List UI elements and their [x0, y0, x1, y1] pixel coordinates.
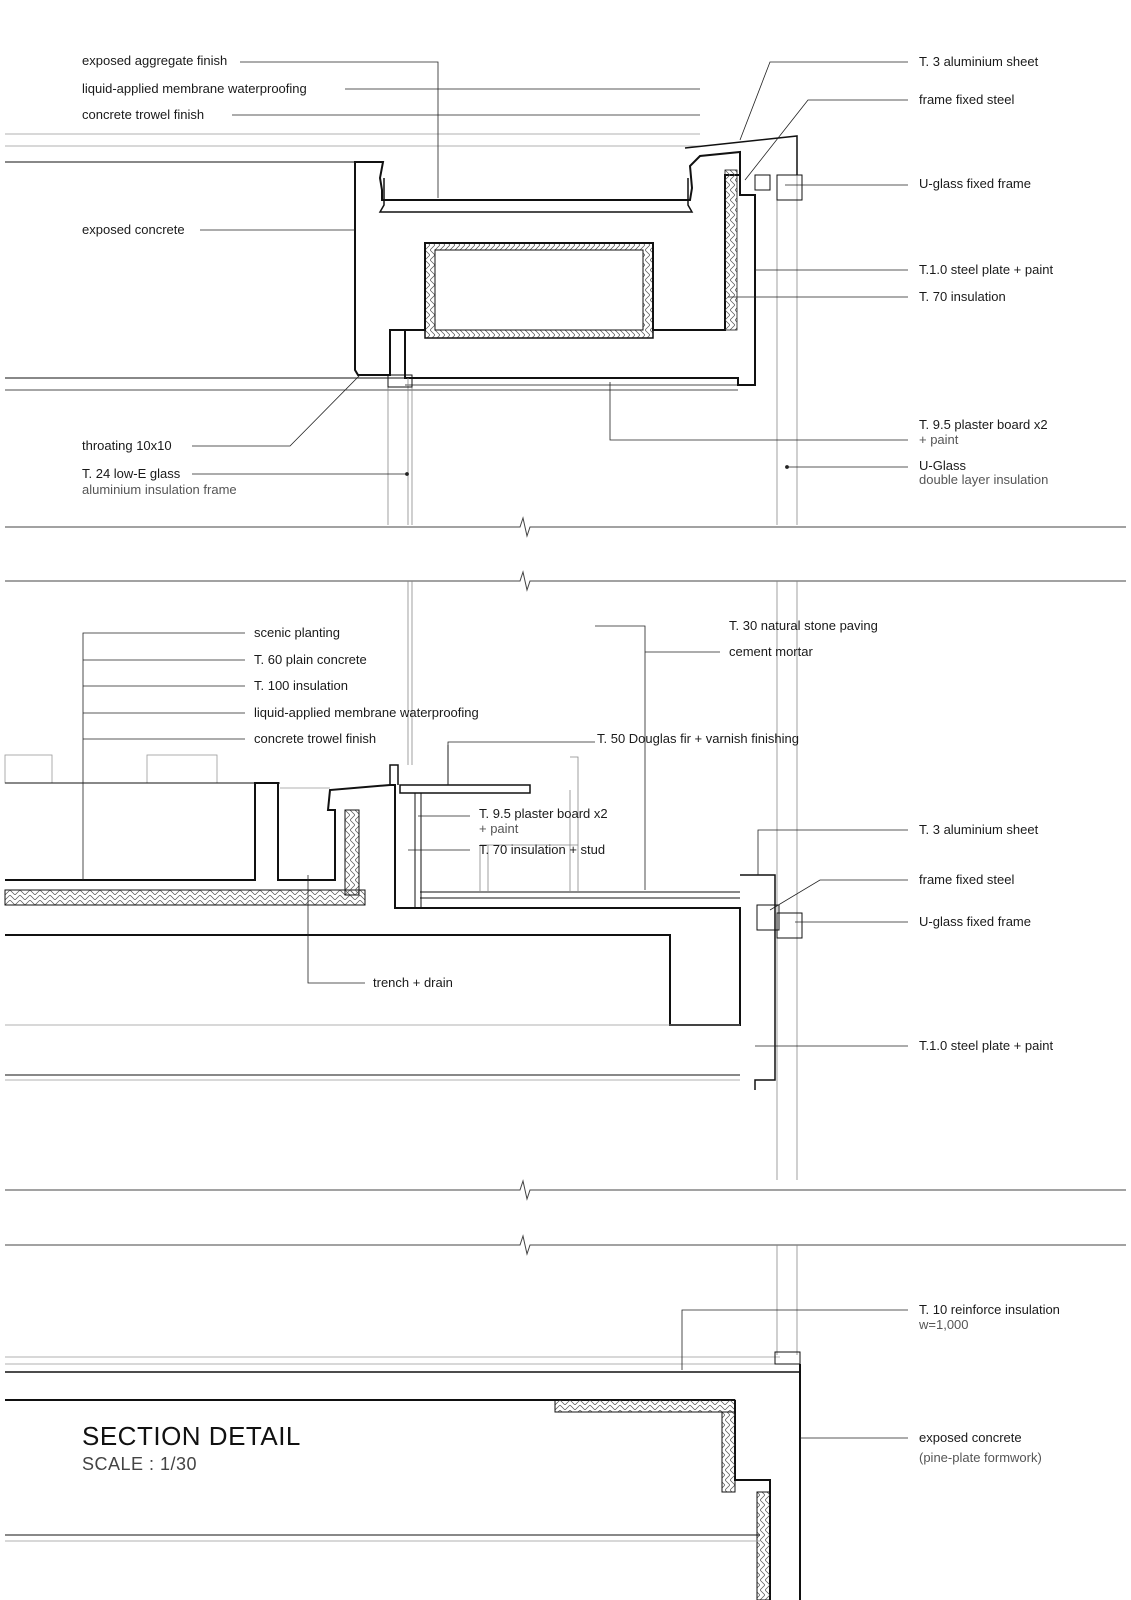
label-concrete-trowel-finish-mid: concrete trowel finish [254, 731, 377, 746]
label-exposed-concrete-bottom-sub: (pine-plate formwork) [919, 1450, 1042, 1465]
label-plaster-board-mid: T. 9.5 plaster board x2 [479, 806, 608, 821]
label-membrane-waterproofing-mid: liquid-applied membrane waterproofing [254, 705, 479, 720]
label-plaster-board-mid-sub: + paint [479, 821, 519, 836]
bottom-detail [5, 1245, 801, 1600]
label-throating: throating 10x10 [82, 438, 172, 453]
label-exposed-concrete-bottom: exposed concrete [919, 1430, 1022, 1445]
label-exposed-aggregate-finish: exposed aggregate finish [82, 53, 228, 68]
label-aluminium-sheet-mid: T. 3 aluminium sheet [919, 822, 1039, 837]
leader-lines [82, 61, 908, 1439]
label-reinforce-insulation-sub: w=1,000 [919, 1317, 969, 1332]
label-plain-concrete: T. 60 plain concrete [254, 652, 367, 667]
drawing-scale: SCALE : 1/30 [82, 1454, 198, 1474]
label-uglass-fixed-frame-mid: U-glass fixed frame [919, 914, 1031, 929]
label-steel-plate-top: T.1.0 steel plate + paint [919, 262, 1054, 277]
label-douglas-fir: T. 50 Douglas fir + varnish finishing [597, 731, 799, 746]
label-plaster-board-top: T. 9.5 plaster board x2 [919, 417, 1048, 432]
label-scenic-planting: scenic planting [254, 625, 340, 640]
label-aluminium-sheet-top: T. 3 aluminium sheet [919, 54, 1039, 69]
label-frame-fixed-steel-top: frame fixed steel [919, 92, 1015, 107]
label-membrane-waterproofing-top: liquid-applied membrane waterproofing [82, 81, 307, 96]
label-lowe-glass: T. 24 low-E glass [82, 466, 181, 481]
label-insulation-100: T. 100 insulation [254, 678, 348, 693]
label-concrete-trowel-finish-top: concrete trowel finish [82, 107, 205, 122]
label-lowe-glass-sub: aluminium insulation frame [82, 482, 237, 497]
label-uglass: U-Glass [919, 458, 966, 473]
label-frame-fixed-steel-mid: frame fixed steel [919, 872, 1015, 887]
label-cement-mortar: cement mortar [729, 644, 813, 659]
top-detail [5, 133, 1126, 592]
label-natural-stone-paving: T. 30 natural stone paving [729, 618, 878, 633]
label-uglass-fixed-frame-top: U-glass fixed frame [919, 176, 1031, 191]
label-reinforce-insulation: T. 10 reinforce insulation [919, 1302, 1060, 1317]
label-uglass-sub: double layer insulation [919, 472, 1049, 487]
label-insulation-70-top: T. 70 insulation [919, 289, 1006, 304]
drawing-title: SECTION DETAIL [82, 1421, 301, 1451]
label-insulation-stud: T. 70 insulation + stud [479, 842, 606, 857]
label-plaster-board-top-sub: + paint [919, 432, 959, 447]
label-trench-drain: trench + drain [373, 975, 453, 990]
label-exposed-concrete-top: exposed concrete [82, 222, 185, 237]
middle-detail [4, 581, 1126, 1256]
label-steel-plate-mid: T.1.0 steel plate + paint [919, 1038, 1054, 1053]
